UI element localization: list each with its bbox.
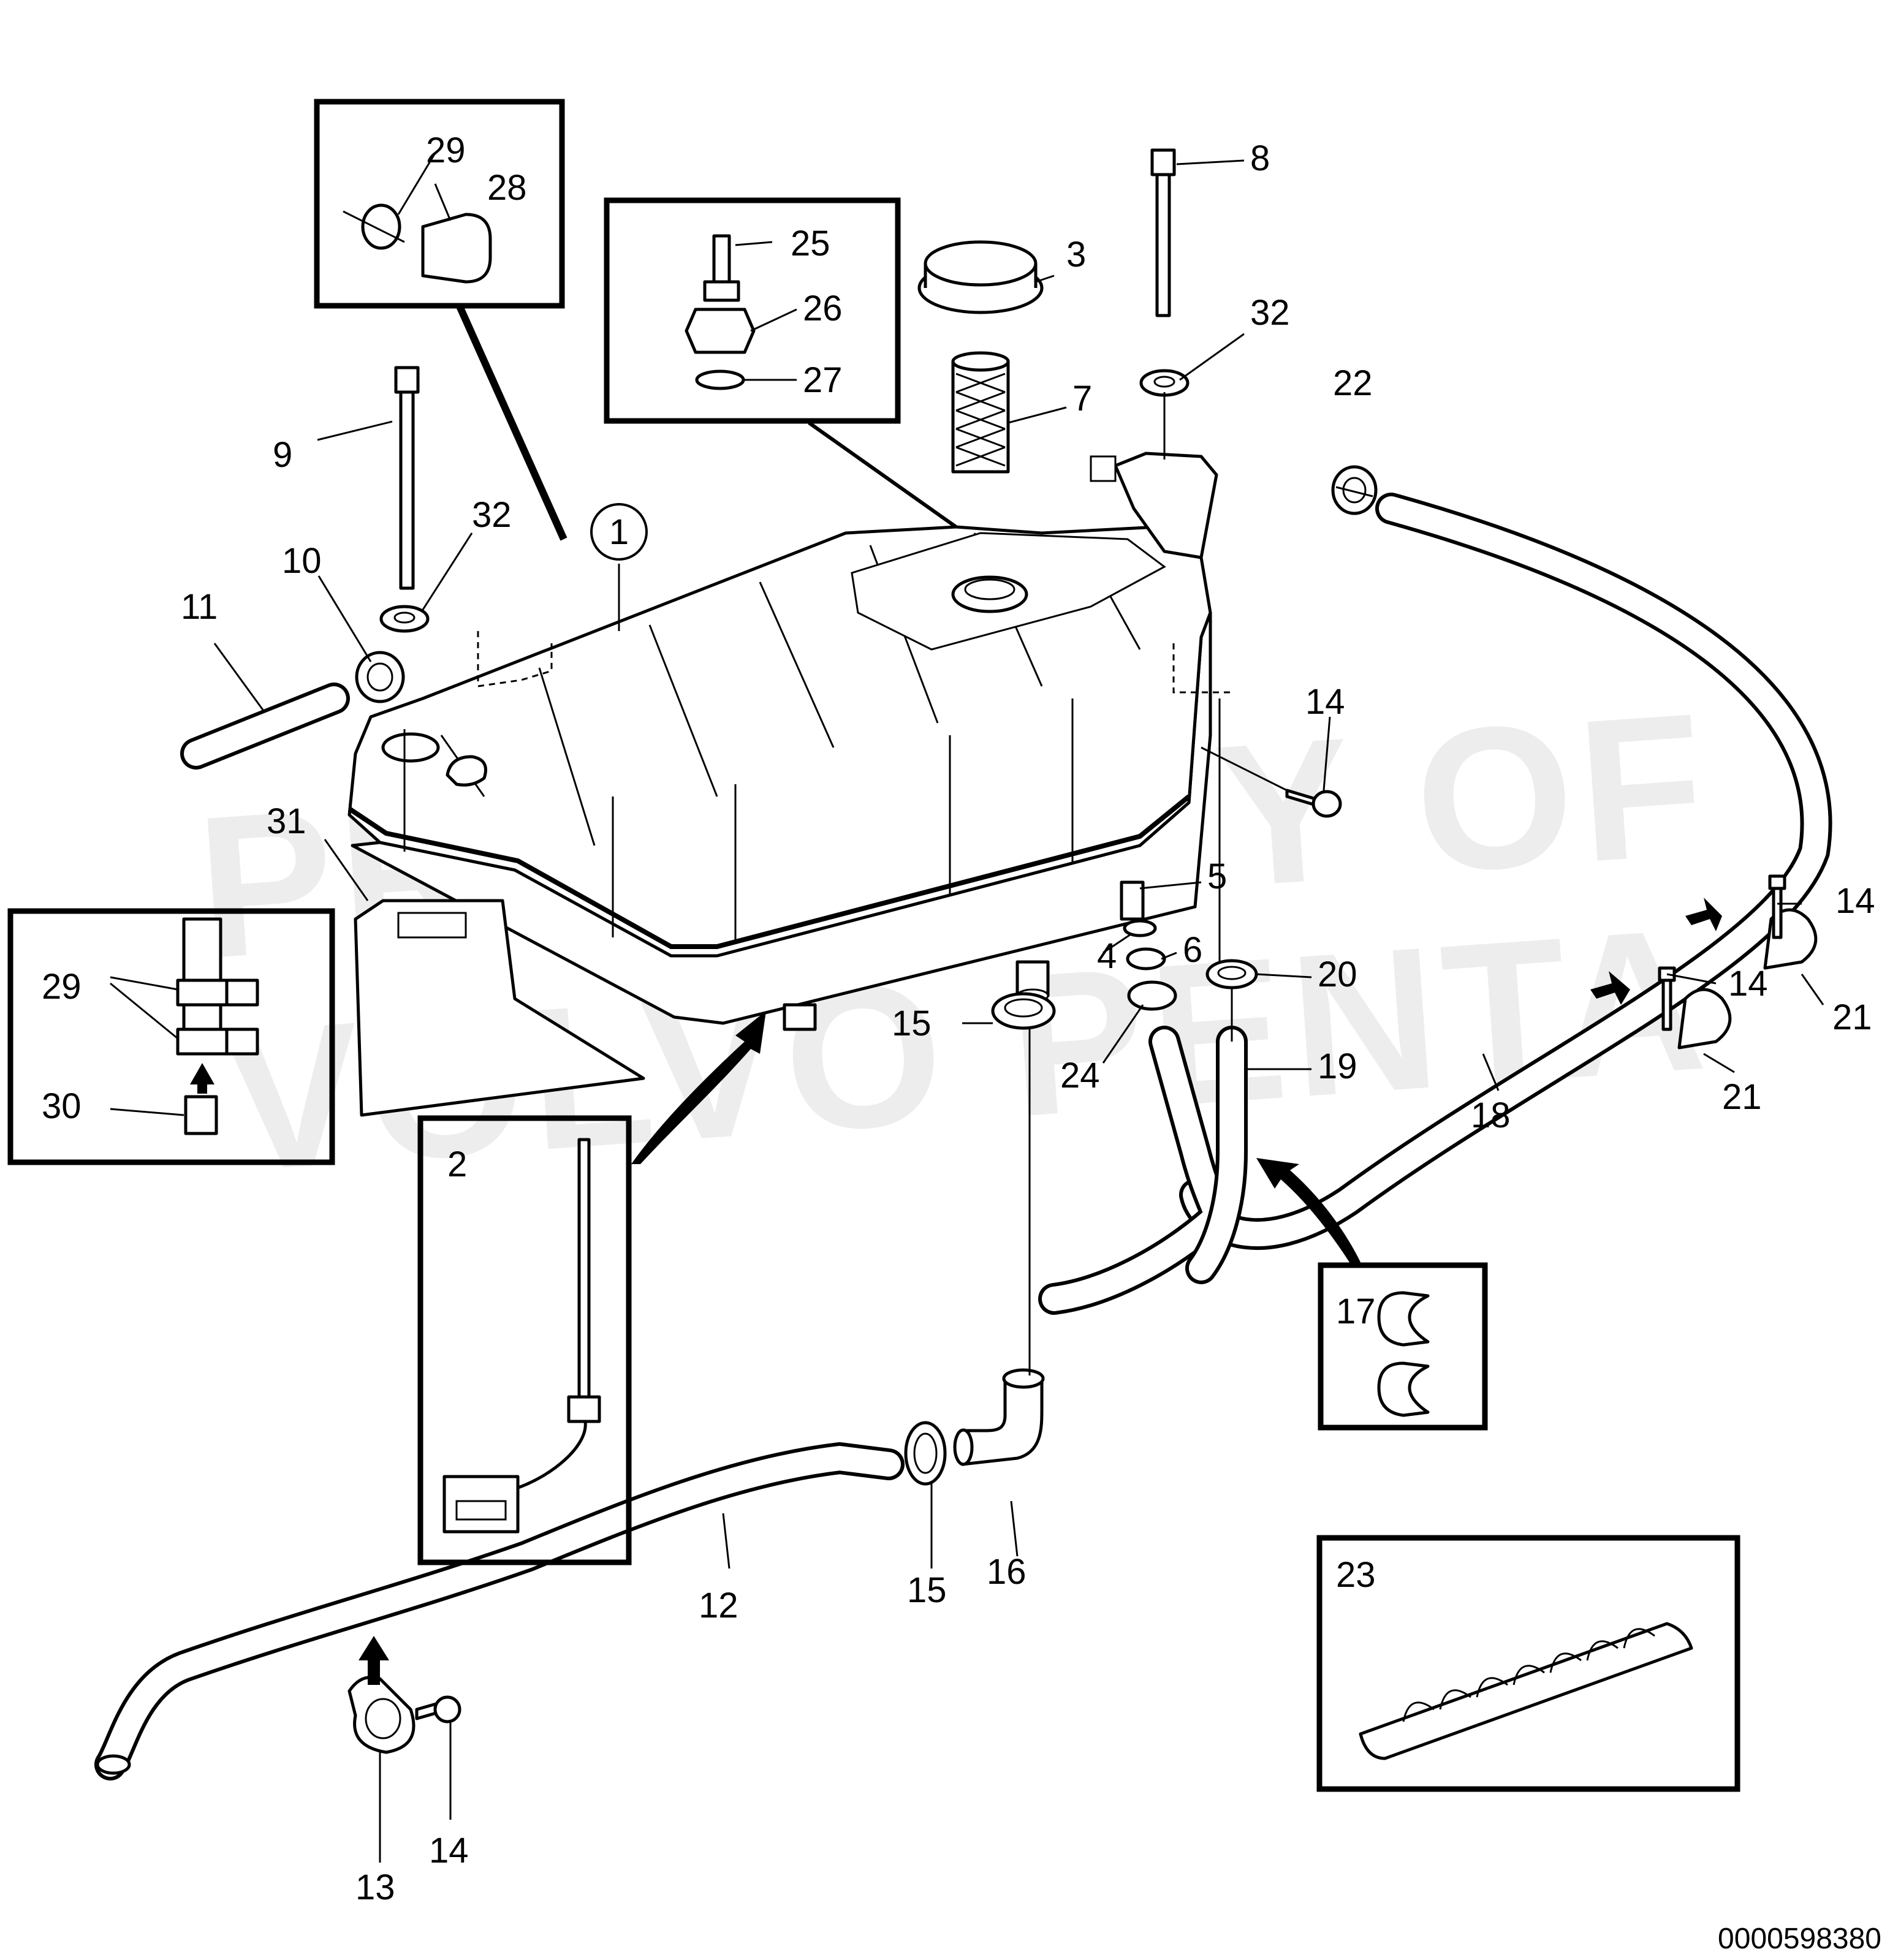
strainer-7 [951,351,1010,474]
callout-4: 4 [1097,936,1117,976]
callout-17: 17 [1336,1292,1376,1331]
callout-32-left: 32 [472,495,512,535]
callout-8: 8 [1250,138,1270,178]
inset-29-30 [7,908,335,1165]
inset-23-spiral-wrap [1316,1535,1740,1792]
hose-18 [1179,493,1832,1250]
tank-right-tower [1114,452,1218,559]
callout-18: 18 [1471,1095,1511,1135]
hose-clamp-22 [1331,465,1378,515]
screw-14-lower [415,1695,461,1724]
clamp-13 [347,1676,416,1754]
o-ring-27 [695,369,745,390]
pressure-cap-3 [917,240,1044,314]
callout-29-side: 29 [42,967,82,1007]
clip-17 [1377,1291,1430,1347]
callout-21-right: 21 [1832,997,1872,1037]
hose-clamp-10 [355,651,405,703]
callout-9: 9 [273,435,292,475]
callout-30: 30 [42,1086,82,1126]
callout-23: 23 [1336,1555,1376,1595]
clamp-21-lower [1658,966,1732,1050]
document-id: 0000598380 [1718,1923,1881,1955]
nipple-25 [712,234,731,284]
bracket-slot [397,912,467,939]
bolt-8 [1150,148,1176,317]
callout-labels: 1 2 3 4 5 6 7 8 9 10 11 12 13 14 14 14 1… [42,131,1875,1907]
hose-19-loop [1038,1026,1248,1315]
callout-3: 3 [1066,235,1086,274]
callout-31: 31 [267,801,306,841]
callout-24: 24 [1060,1056,1100,1095]
expansion-tank [347,452,1232,1031]
callout-1-circle [590,503,648,561]
inset-28-29 [314,99,567,541]
inset-25-26-27 [604,197,957,529]
callout-10: 10 [282,541,322,581]
callout-22: 22 [1333,363,1373,403]
callout-13: 13 [355,1867,395,1907]
nipple-5-stub [1120,880,1145,921]
callout-15-lower: 15 [907,1570,947,1610]
hose-12 [94,1442,905,1780]
callout-1: 1 [609,512,629,552]
callout-6: 6 [1183,930,1202,970]
tower-tab [1090,455,1117,482]
tank-upper-shell [347,525,1212,958]
callout-20: 20 [1318,955,1357,994]
hidden-lines [477,631,1232,694]
hose-clamp-15-upper [991,992,1056,1030]
plug-28 [421,213,492,284]
callout-26: 26 [803,289,843,328]
callout-14-lower-right: 14 [1728,964,1768,1004]
callout-32-right: 32 [1250,293,1290,333]
callout-14-bottom: 14 [429,1831,469,1871]
clamp-29 [361,203,401,250]
callout-11: 11 [181,587,218,627]
callout-27: 27 [803,360,843,400]
callout-12: 12 [699,1586,738,1625]
screw-14-tank [1285,789,1342,818]
left-oval-recess [446,755,487,787]
bolt-9 [394,366,420,590]
callout-15-upper: 15 [892,1004,932,1043]
callout-29-inset: 29 [426,131,466,170]
inset-17-clip [1318,1262,1488,1431]
leader-lines [110,153,1824,1863]
callout-7: 7 [1072,379,1092,418]
clamp-21-upper [1763,874,1818,970]
callout-14-upper-right: 14 [1835,881,1875,921]
callout-25: 25 [791,224,830,263]
callout-14-tank: 14 [1305,682,1345,722]
direction-arrows [359,898,1722,1685]
washer-4 [1123,919,1157,937]
callout-2: 2 [447,1145,467,1184]
hose-clamp-20 [1205,959,1258,989]
spacer-30 [184,1095,218,1135]
elbow-hose-16 [953,1368,1045,1466]
sensor-port [783,1003,817,1031]
left-mount-hole [381,732,440,763]
hose-12-end [96,1754,131,1775]
callout-21-lower: 21 [1722,1077,1762,1117]
spiral-wrap [1359,1622,1693,1760]
nut-6 [1126,947,1166,971]
inset-2-level-sensor [417,1115,632,1565]
hose-clamp-24 [1127,980,1177,1011]
bracket-31 [354,899,645,1117]
callout-5: 5 [1207,857,1227,896]
adapter-26 [685,308,756,354]
hose-clamp-15-lower [904,1421,947,1486]
hose-11 [180,683,350,770]
callout-19: 19 [1318,1046,1357,1086]
tank-rim [347,794,1191,949]
callout-28: 28 [487,168,527,208]
callout-16: 16 [987,1552,1027,1592]
